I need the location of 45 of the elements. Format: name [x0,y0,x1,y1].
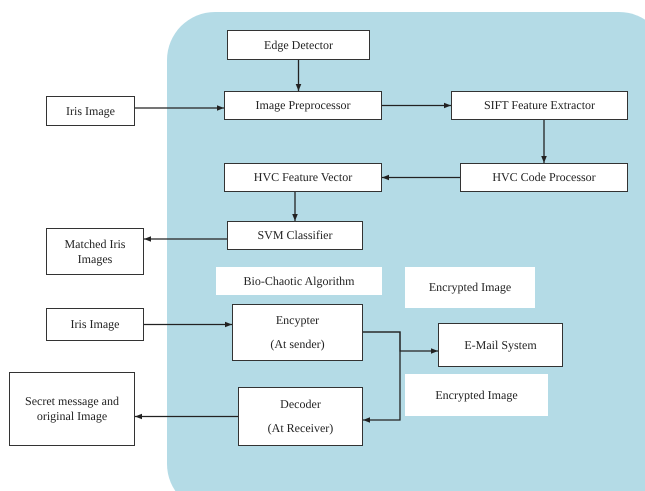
box-label: Encrypted Image [428,280,512,295]
box-label: (At Receiver) [268,421,334,436]
box-label: Bio-Chaotic Algorithm [244,274,354,288]
box-label: Iris Image [70,317,120,332]
box-label: Encypter [276,313,320,328]
process-box [46,308,144,341]
box-label: HVC Code Processor [492,170,596,185]
arrow [541,120,547,163]
text-box [405,374,548,416]
process-box [227,30,370,60]
text-box [405,267,535,308]
process-box [46,228,144,275]
box-label: Edge Detector [264,38,333,52]
rounded-panel [167,12,645,491]
box-label: Iris Image [66,104,115,118]
box-label: Image Preprocessor [256,98,350,113]
process-box [238,387,363,446]
process-box [451,91,628,120]
process-box [232,304,363,361]
arrow [135,414,238,420]
box-label: Secret message and original Image [24,394,120,424]
arrow [144,236,227,242]
box-label: E-Mail System [464,338,537,352]
box-label: Matched Iris Images [64,236,126,266]
arrow [144,322,232,328]
arrow [296,60,302,91]
arrow [135,105,224,111]
box-label: Decoder [280,396,321,412]
box-label: (At sender) [270,336,325,352]
process-box [46,96,135,126]
process-box [460,163,628,192]
box-label: SIFT Feature Extractor [484,98,596,113]
process-box [227,221,363,250]
arrow [382,174,460,180]
process-box [224,163,382,192]
process-box [9,372,135,446]
arrow [292,192,298,221]
box-label: SVM Classifier [258,228,332,243]
arrow [363,331,401,423]
process-box [224,91,382,120]
box-label: Encrypted Image [435,388,518,402]
text-box [216,267,382,295]
arrow [382,102,451,108]
box-label: HVC Feature Vector [254,170,352,185]
process-box [438,323,563,367]
